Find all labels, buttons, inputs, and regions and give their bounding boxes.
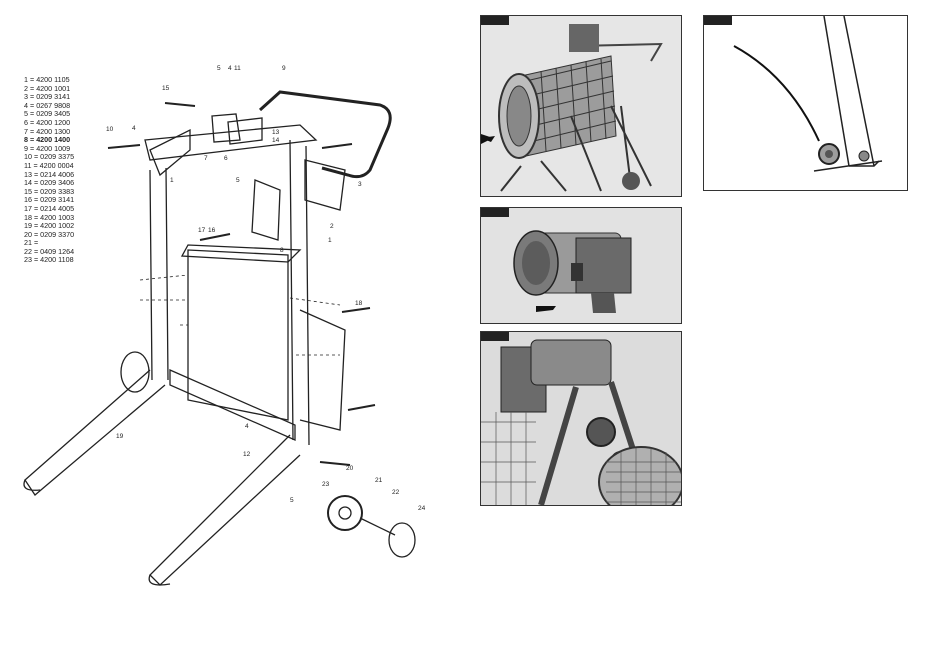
bolt-detail-illustration bbox=[704, 16, 907, 190]
screen-panel-top bbox=[180, 244, 302, 263]
photo-tag bbox=[481, 16, 509, 25]
photo-bolt-detail bbox=[703, 15, 908, 191]
parts-list-item: 22 = 0409 1264 bbox=[24, 246, 75, 256]
left-foot-rail-lower bbox=[23, 479, 41, 491]
parts-list-item: 16 = 0209 3141 bbox=[24, 195, 75, 205]
parts-list-item: 13 = 0214 4006 bbox=[24, 169, 75, 179]
handle-bar bbox=[258, 90, 392, 179]
parts-list-item: 23 = 4200 1108 bbox=[24, 255, 74, 265]
callout-13: 13 bbox=[272, 129, 280, 136]
callout-18: 18 bbox=[355, 300, 363, 307]
parts-list-item: 17 = 0214 4005 bbox=[24, 203, 75, 213]
motor-mount-plate bbox=[251, 179, 281, 241]
tensioner-plate bbox=[211, 113, 241, 143]
callout-10: 10 bbox=[106, 126, 114, 133]
parts-list-item: 15 = 0209 3383 bbox=[24, 186, 75, 196]
parts-list-item: 5 = 0209 3405 bbox=[24, 109, 71, 119]
bolt-16 bbox=[347, 404, 376, 411]
callout-12: 12 bbox=[243, 451, 251, 458]
photo-belt-drive bbox=[480, 331, 682, 506]
callout-4c: 4 bbox=[245, 423, 249, 430]
wheel-axle bbox=[359, 517, 396, 536]
parts-list-item: 7 = 4200 1300 bbox=[24, 126, 71, 136]
bolt-10 bbox=[107, 144, 141, 149]
parts-list-item: 18 = 4200 1003 bbox=[24, 212, 75, 222]
callout-15: 15 bbox=[162, 85, 170, 92]
callout-1a: 1 bbox=[170, 177, 174, 184]
callout-5b: 5 bbox=[236, 177, 240, 184]
callout-21: 21 bbox=[375, 477, 383, 484]
right-foot-rail bbox=[149, 434, 301, 586]
parts-list-item: 4 = 0267 9808 bbox=[24, 100, 71, 110]
bolt-15 bbox=[164, 102, 196, 107]
callout-19: 19 bbox=[116, 433, 124, 440]
photo-tag bbox=[481, 332, 509, 341]
parts-list-item: 20 = 0209 3370 bbox=[24, 229, 75, 239]
photo-tag bbox=[481, 208, 509, 217]
photo-motor bbox=[480, 207, 682, 324]
callout-5c: 5 bbox=[290, 497, 294, 504]
parts-list-item: 10 = 0209 3375 bbox=[24, 152, 75, 162]
right-upright-post bbox=[289, 139, 310, 446]
callout-14: 14 bbox=[272, 137, 280, 144]
bolt-17 bbox=[199, 233, 231, 241]
callout-8: 8 bbox=[280, 247, 284, 254]
parts-list-item: 2 = 4200 1001 bbox=[24, 83, 71, 93]
top-bracket bbox=[149, 128, 191, 177]
bolt-20 bbox=[319, 461, 351, 466]
chute-panel bbox=[299, 309, 346, 431]
callout-5a: 5 bbox=[217, 65, 221, 72]
callout-17: 17 bbox=[198, 227, 206, 234]
callout-3: 3 bbox=[358, 181, 362, 188]
callout-2: 2 bbox=[330, 223, 334, 230]
callout-9: 9 bbox=[282, 65, 286, 72]
parts-list-item: 1 = 4200 1105 bbox=[24, 75, 70, 84]
front-wheel bbox=[327, 495, 363, 531]
bolt-3 bbox=[321, 143, 353, 149]
parts-list-item: 9 = 4200 1009 bbox=[24, 143, 71, 153]
left-foot-rail bbox=[24, 369, 166, 496]
front-wheel-hub bbox=[338, 506, 352, 520]
callout-23: 23 bbox=[322, 481, 330, 488]
right-foot-rail-tip bbox=[148, 574, 171, 586]
sieve-machine-illustration bbox=[481, 16, 681, 196]
rear-wheel bbox=[120, 351, 150, 393]
callout-4a: 4 bbox=[132, 125, 136, 132]
bolt-18 bbox=[341, 307, 371, 313]
callout-6: 6 bbox=[224, 155, 228, 162]
side-plate bbox=[304, 159, 346, 211]
parts-list-item: 19 = 4200 1002 bbox=[24, 221, 75, 231]
callout-22: 22 bbox=[392, 489, 400, 496]
parts-list-item: 3 = 0209 3141 bbox=[24, 92, 71, 102]
callout-20: 20 bbox=[346, 465, 354, 472]
callout-7: 7 bbox=[204, 155, 208, 162]
parts-list-item: 14 = 0209 3406 bbox=[24, 178, 75, 188]
parts-list-item: 11 = 4200 0004 bbox=[24, 160, 74, 170]
parts-list-item: 6 = 4200 1200 bbox=[24, 117, 71, 127]
callout-4b: 4 bbox=[228, 65, 232, 72]
belt-drive-illustration bbox=[481, 332, 681, 505]
exploded-assembly-drawing: 1 1 2 3 4 4 4 5 5 5 6 7 8 9 10 11 12 13 … bbox=[23, 65, 426, 586]
photo-sieve-machine bbox=[480, 15, 682, 197]
parts-list-item: 21 = bbox=[24, 238, 39, 248]
lower-cross-member bbox=[169, 369, 296, 441]
callout-16: 16 bbox=[208, 227, 216, 234]
photo-tag bbox=[704, 16, 732, 25]
left-upright-post bbox=[149, 167, 169, 381]
tensioner-plate-2 bbox=[227, 117, 263, 145]
parts-list-item: 8 = 4200 1400 bbox=[24, 135, 71, 145]
motor-illustration bbox=[481, 208, 681, 323]
callout-24: 24 bbox=[418, 505, 426, 512]
top-crossbar bbox=[144, 124, 318, 161]
screen-panel bbox=[187, 249, 289, 421]
callout-11: 11 bbox=[234, 65, 241, 72]
callout-1b: 1 bbox=[328, 237, 332, 244]
wheel-cap bbox=[388, 522, 416, 558]
